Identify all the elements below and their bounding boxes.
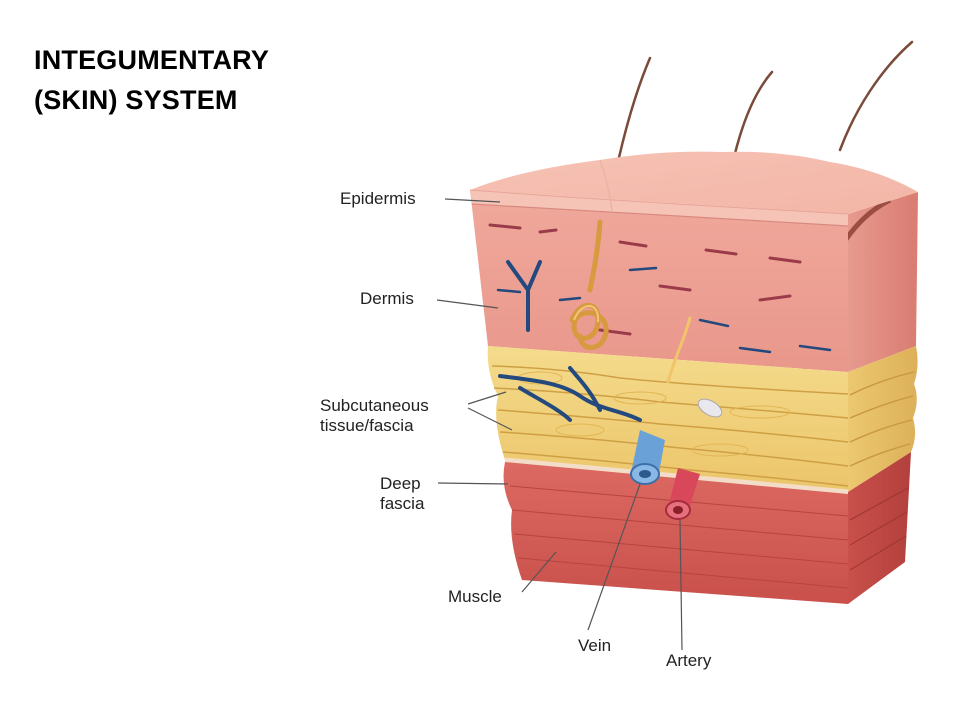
leader-vein bbox=[587, 483, 641, 631]
labels: Epidermis Dermis Subcutaneous tissue/fas… bbox=[320, 189, 712, 670]
leader-dermis bbox=[436, 299, 499, 309]
top-face bbox=[469, 151, 918, 215]
label-dermis: Dermis bbox=[360, 289, 414, 308]
page-title: INTEGUMENTARY (SKIN) SYSTEM bbox=[34, 40, 269, 120]
leader-lines bbox=[436, 198, 683, 651]
leader-muscle bbox=[521, 551, 557, 593]
leader-epidermis bbox=[444, 198, 501, 203]
label-deep-fascia-2: fascia bbox=[380, 494, 425, 513]
front-face bbox=[470, 190, 849, 604]
title-line-2: (SKIN) SYSTEM bbox=[34, 85, 238, 115]
label-epidermis: Epidermis bbox=[340, 189, 416, 208]
label-artery: Artery bbox=[666, 651, 712, 670]
label-muscle: Muscle bbox=[448, 587, 502, 606]
leader-artery bbox=[679, 519, 683, 651]
label-deep-fascia-1: Deep bbox=[380, 474, 421, 493]
label-subcutaneous-1: Subcutaneous bbox=[320, 396, 429, 415]
label-vein: Vein bbox=[578, 636, 611, 655]
leader-deep-fascia bbox=[437, 482, 509, 485]
leader-subcutaneous-1 bbox=[467, 391, 507, 405]
vein-and-artery bbox=[630, 430, 700, 520]
label-subcutaneous-2: tissue/fascia bbox=[320, 416, 414, 435]
title-line-1: INTEGUMENTARY bbox=[34, 45, 270, 75]
leader-subcutaneous-2 bbox=[467, 407, 513, 431]
